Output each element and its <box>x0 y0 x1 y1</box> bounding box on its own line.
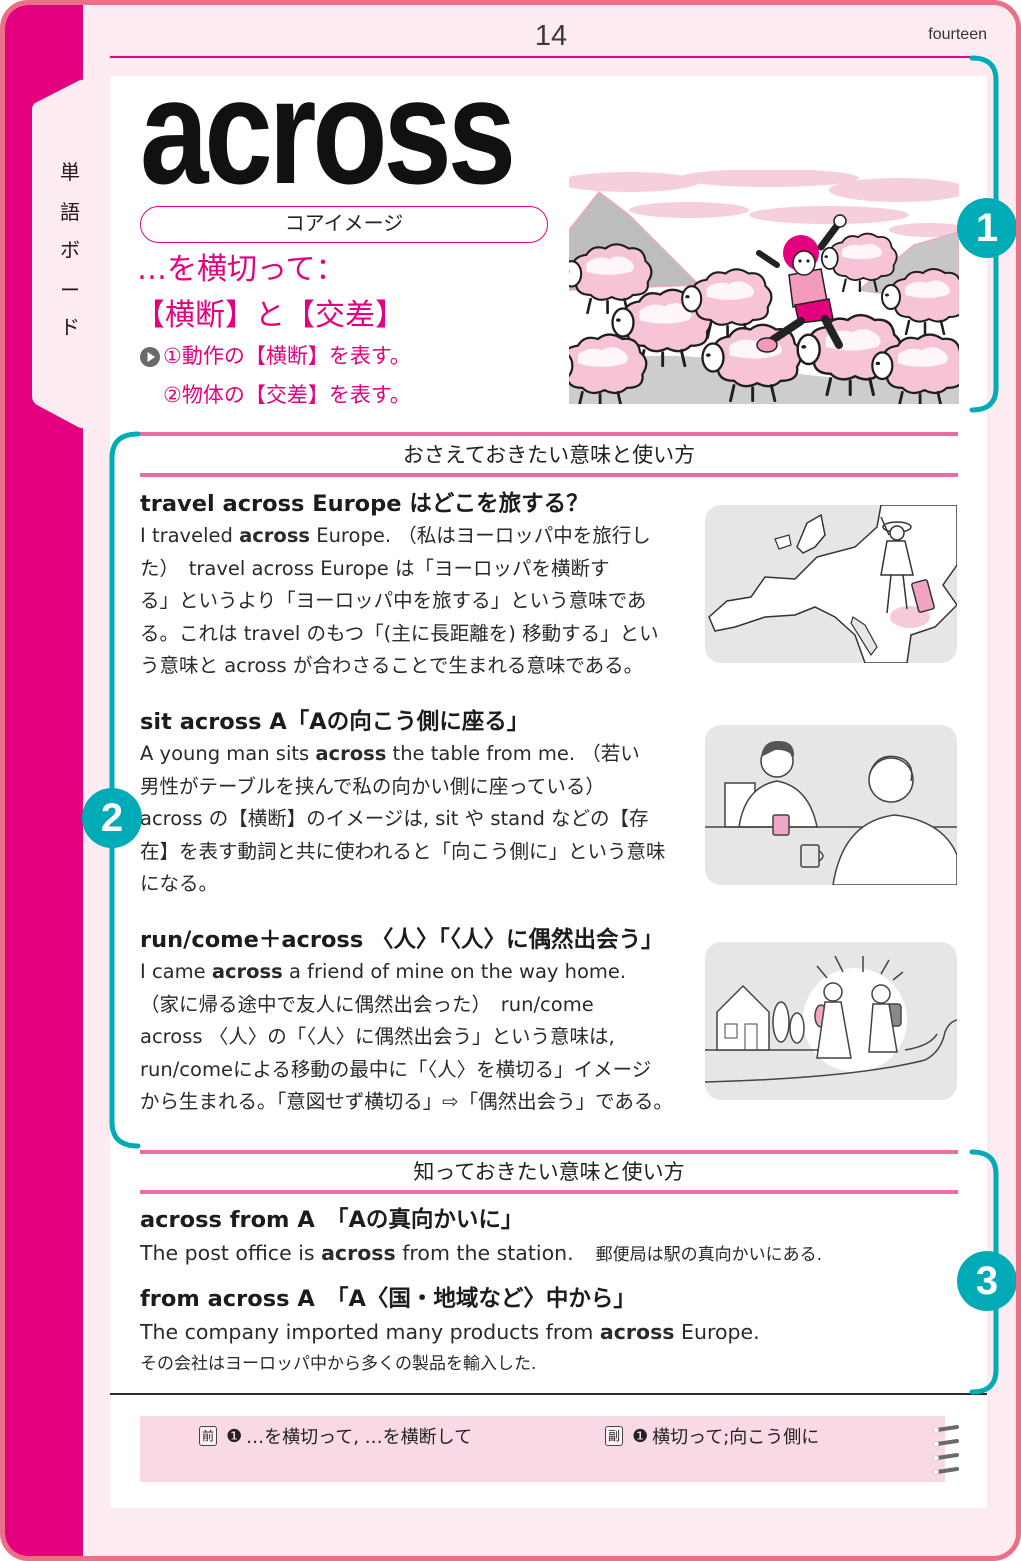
entry-line: run/comeによる移動の最中に「〈人〉を横切る」イメージ <box>140 1057 652 1081</box>
section-rule-bottom <box>140 1190 958 1194</box>
example-keyword: across <box>321 1241 396 1265</box>
example-text: the table from me. （若い <box>386 742 640 765</box>
usage-entry: run/come＋across 〈人〉「〈人〉に偶然出会う」 I came ac… <box>140 924 705 1119</box>
clouds <box>569 170 959 237</box>
memo-text: …を横切って, …を横断して <box>246 1427 473 1448</box>
entry-title: sit across A「Aの向こう側に座る」 <box>140 709 530 735</box>
example-text: The post office is <box>140 1241 322 1265</box>
play-circle-icon <box>140 347 160 367</box>
side-tab-char: 単 <box>60 160 80 184</box>
memo-box <box>140 1416 945 1482</box>
sense-number-icon: ❶ <box>632 1425 649 1447</box>
memo-item-adverb: 副 ❶ 横切って;向こう側に <box>605 1423 819 1449</box>
entry-line: る」というより「ヨーロッパ中を旅する」という意味であ <box>140 589 647 612</box>
example-translation: その会社はヨーロッパ中から多くの製品を輸入した. <box>140 1354 537 1374</box>
part-of-speech-badge: 前 <box>199 1426 217 1446</box>
section-rule-top <box>140 432 958 436</box>
memo-text: 横切って;向こう側に <box>652 1427 820 1448</box>
girl-figure <box>756 214 847 353</box>
girl-right <box>868 984 902 1053</box>
sense-number-icon: ❶ <box>226 1425 243 1447</box>
side-tab-char: 語 <box>60 200 80 224</box>
example-keyword: across <box>315 742 387 765</box>
example-text: from the station. <box>395 1241 574 1265</box>
section-rule-top <box>140 1150 958 1154</box>
entry-example: I came across a friend of mine on the wa… <box>140 956 705 989</box>
part-of-speech-badge: 副 <box>605 1426 623 1446</box>
pink-mug <box>772 814 790 836</box>
entry-line: across 〈人〉の「〈人〉に偶然出会う」という意味は, <box>140 1025 615 1048</box>
core-image-label: コアイメージ <box>140 206 548 243</box>
example-translation: 郵便局は駅の真向かいにある. <box>595 1245 823 1265</box>
usage-entry: travel across Europe はどこを旅する？ I traveled… <box>140 488 705 683</box>
example-keyword: across <box>239 524 311 547</box>
table-scene-illustration <box>705 725 957 885</box>
entry-title: travel across Europe はどこを旅する？ <box>140 491 589 517</box>
entry-line: 在】を表す動詞と共に使われると「向こう側に」という意味 <box>140 839 666 863</box>
example-text: A young man sits <box>140 742 316 765</box>
entry-example: I traveled across Europe. （私はヨーロッパ中を旅行し <box>140 520 705 553</box>
core-point-1: ①動作の【横断】を表す。 <box>163 344 411 368</box>
extra-entry: across from A 「Aの真向かいに」 The post office … <box>140 1204 960 1270</box>
entry-line: から生まれる。「意図せず横切る」⇨「偶然出会う」である。 <box>140 1090 673 1113</box>
page-number: 14 <box>534 20 568 52</box>
example-text: I traveled <box>140 524 240 547</box>
entry-line: る。これは travel のもつ「(主に長距離を) 移動する」とい <box>140 621 659 645</box>
section-rule-bottom <box>140 473 958 477</box>
example-text: Europe. <box>674 1320 760 1344</box>
entry-example: A young man sits across the table from m… <box>140 738 705 771</box>
entry-line: になる。 <box>140 872 219 895</box>
callout-number-1: 1 <box>957 198 1016 258</box>
spiral-binding-icon <box>933 1425 959 1475</box>
headword: across <box>140 47 516 215</box>
entry-title: run/come＋across 〈人〉「〈人〉に偶然出会う」 <box>140 927 664 953</box>
extra-entry: from across A 「A〈国・地域など〉中から」 The company… <box>140 1283 960 1379</box>
core-meaning-line-2: 【横断】と【交差】 <box>135 298 405 333</box>
side-tab-char: ボ <box>60 238 80 262</box>
section-heading-extra: 知っておきたい意味と使い方 <box>413 1160 685 1184</box>
example-text: a friend of mine on the way home. <box>282 960 627 983</box>
entry-line: た） travel across Europe は「ヨーロッパを横断す <box>140 556 610 580</box>
entry-example: The company imported many products from … <box>140 1315 960 1349</box>
entry-title: from across A 「A〈国・地域など〉中から」 <box>140 1286 636 1312</box>
example-text: Europe. （私はヨーロッパ中を旅行し <box>310 524 651 547</box>
page-number-word: fourteen <box>928 26 987 43</box>
house <box>716 984 770 1051</box>
core-meaning-line-1: …を横切って： <box>137 252 346 287</box>
entry-line: 男性がテーブルを挟んで私の向かい側に座っている） <box>140 774 605 798</box>
footer-rule <box>110 1393 987 1395</box>
europe-map-illustration <box>705 505 957 663</box>
header-rule <box>110 56 976 58</box>
section-heading-essential: おさえておきたい意味と使い方 <box>402 443 696 467</box>
core-point-2: ②物体の【交差】を表す。 <box>163 383 411 407</box>
side-tab-char: ー <box>60 278 80 302</box>
usage-entry: sit across A「Aの向こう側に座る」 A young man sits… <box>140 706 705 901</box>
callout-number-3: 3 <box>957 1251 1016 1311</box>
side-tab-char: ド <box>60 315 80 339</box>
girl-left <box>814 982 852 1059</box>
suitcase <box>911 579 935 613</box>
memo-item-preposition: 前 ❶ …を横切って, …を横断して <box>199 1423 472 1449</box>
entry-example: The post office is across from the stati… <box>140 1236 960 1270</box>
example-text: The company imported many products from <box>140 1320 600 1344</box>
example-keyword: across <box>211 960 283 983</box>
example-text: I came <box>140 960 212 983</box>
entry-line: across の【横断】のイメージは, sit や stand などの【存 <box>140 807 649 830</box>
entry-title: across from A 「Aの真向かいに」 <box>140 1207 524 1233</box>
entry-line: （家に帰る途中で友人に偶然出会った） run/come <box>140 992 594 1016</box>
meeting-scene-illustration <box>705 942 957 1100</box>
sheep-crossing-illustration <box>569 170 959 404</box>
entry-line: う意味と across が合わさることで生まれる意味である。 <box>140 654 644 677</box>
traveler-figure <box>880 516 914 614</box>
callout-number-2: 2 <box>82 788 142 848</box>
example-keyword: across <box>599 1320 675 1344</box>
